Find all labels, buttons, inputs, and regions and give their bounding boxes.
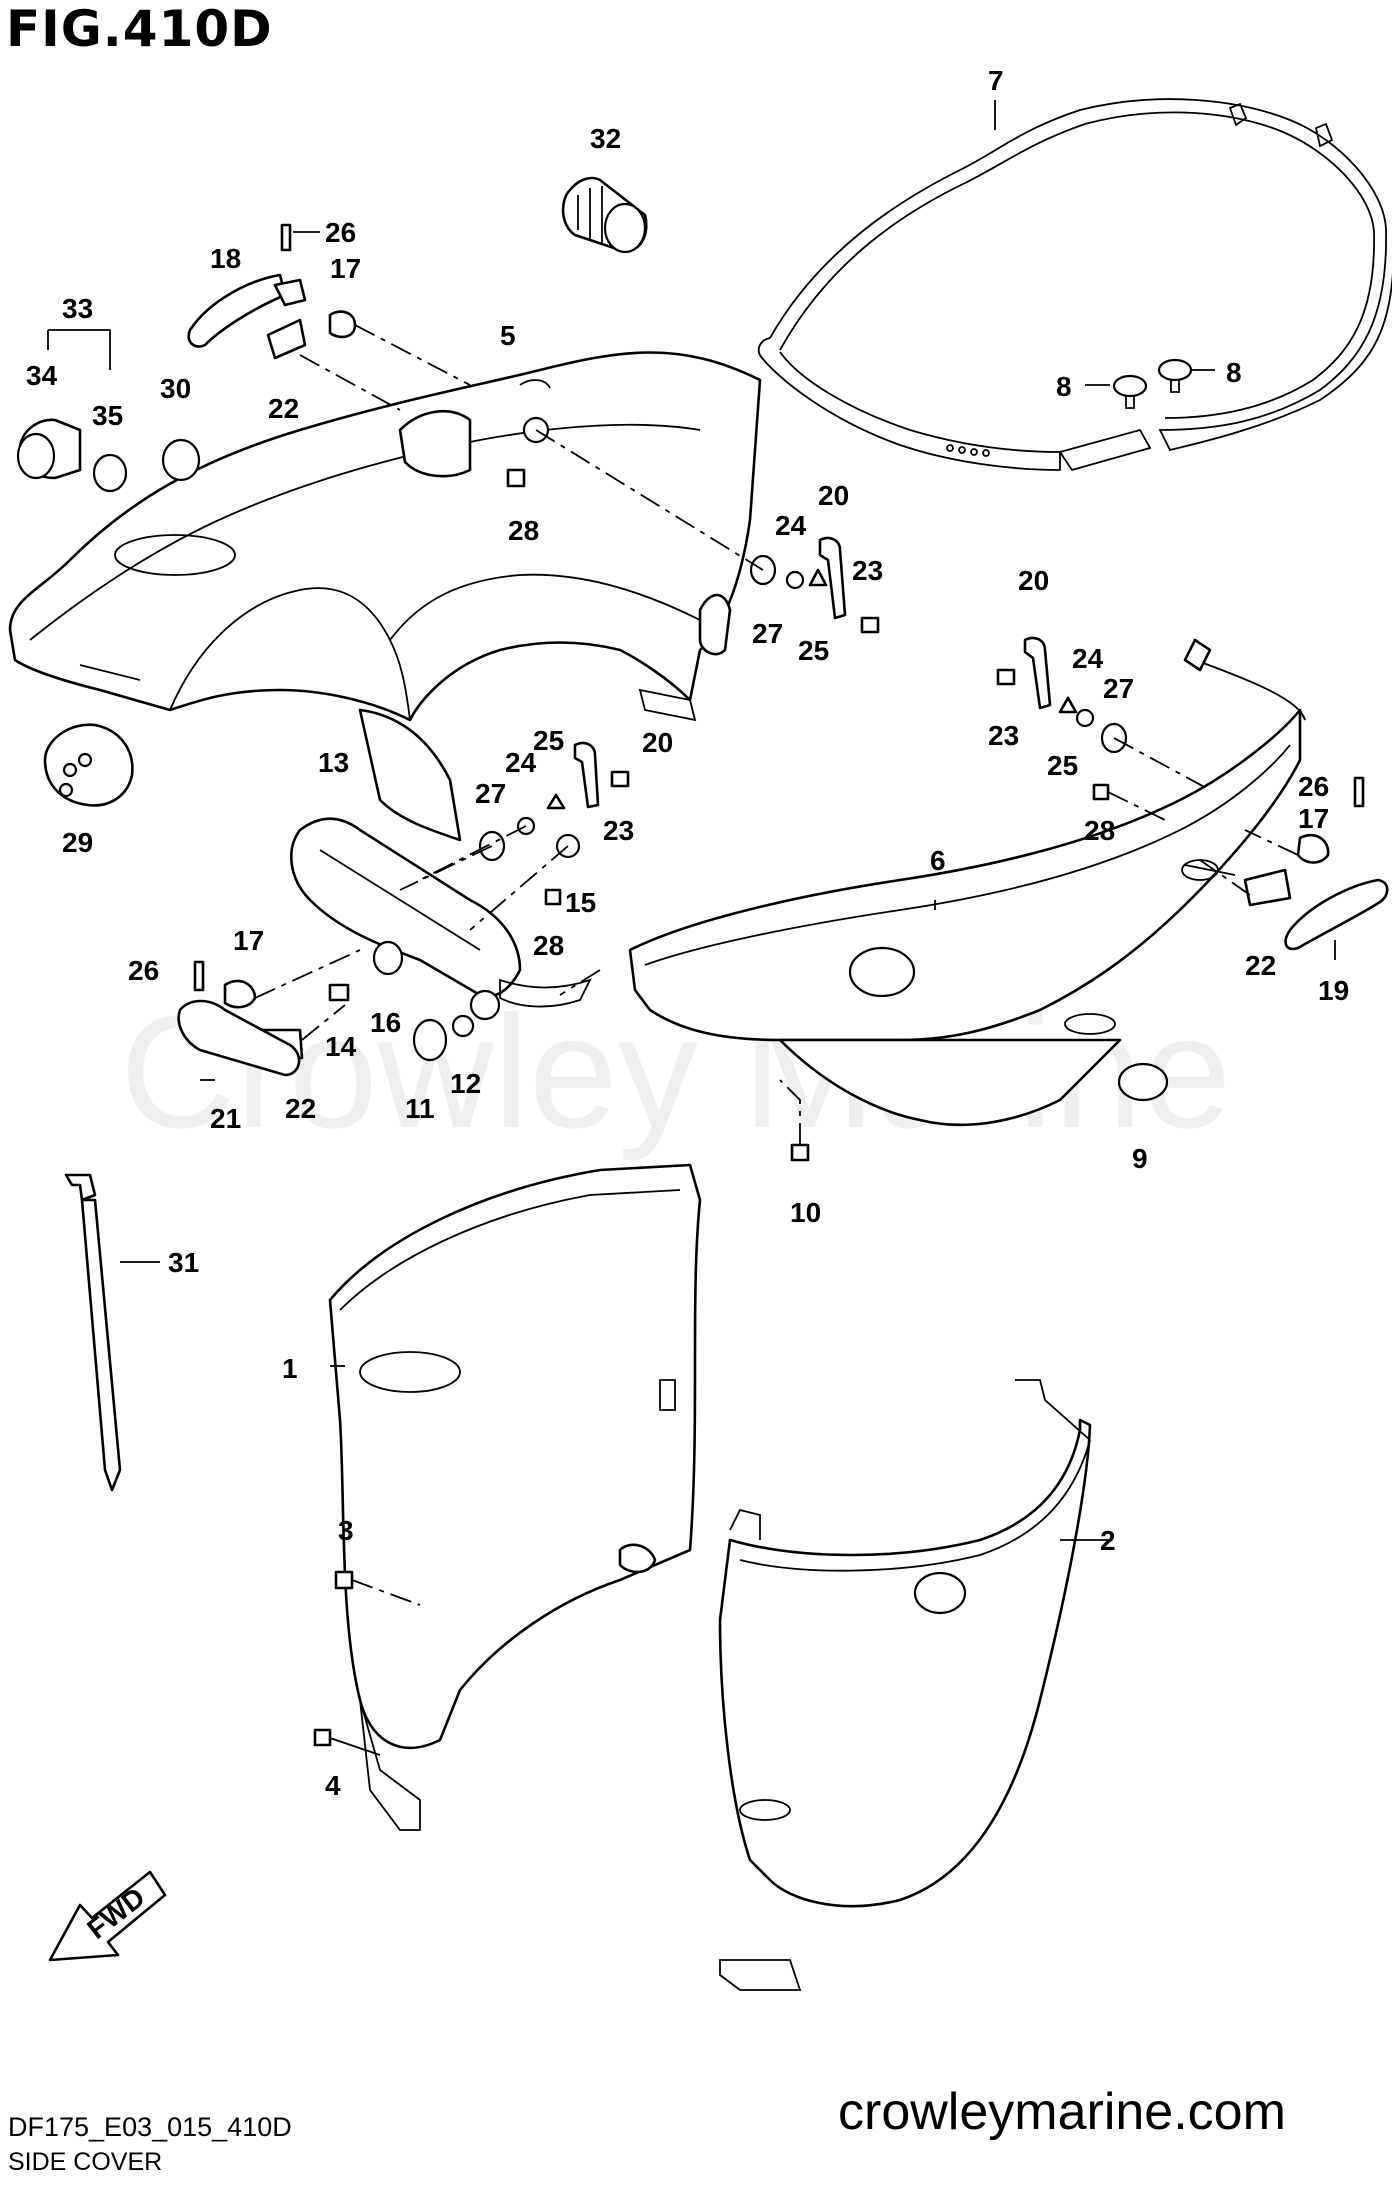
callout-26c: 26 xyxy=(1298,771,1329,802)
bracket-part-13 xyxy=(289,708,592,1021)
callout-28c: 28 xyxy=(1084,815,1115,846)
callout-26a: 26 xyxy=(325,217,356,248)
grommet-part-8 xyxy=(1112,358,1193,409)
callout-21: 21 xyxy=(210,1103,241,1134)
callout-22b: 22 xyxy=(285,1093,316,1124)
figure-code: DF175_E03_015_410D xyxy=(8,2112,292,2142)
callout-24c: 24 xyxy=(505,747,537,778)
figure-name: SIDE COVER xyxy=(8,2148,163,2176)
callout-27a: 27 xyxy=(752,618,783,649)
callout-25a: 25 xyxy=(798,635,829,666)
callout-4: 4 xyxy=(325,1770,341,1801)
callout-20c: 20 xyxy=(642,727,673,758)
callout-30: 30 xyxy=(160,373,191,404)
callout-6: 6 xyxy=(930,845,946,876)
callout-15: 15 xyxy=(565,887,596,918)
callout-11: 11 xyxy=(405,1093,435,1124)
callout-24a: 24 xyxy=(775,510,807,541)
callout-13: 13 xyxy=(318,747,349,778)
left-side-cover-part-5 xyxy=(8,351,762,722)
callout-22a: 22 xyxy=(268,393,299,424)
callout-5: 5 xyxy=(500,320,516,351)
callout-17b: 17 xyxy=(233,925,264,956)
callout-3: 3 xyxy=(338,1515,354,1546)
right-side-cover-part-6 xyxy=(628,638,1306,1127)
callout-25c: 25 xyxy=(533,725,564,756)
callout-29: 29 xyxy=(62,827,93,858)
callout-7: 7 xyxy=(988,65,1004,96)
callout-14: 14 xyxy=(325,1031,357,1062)
callout-8b: 8 xyxy=(1226,357,1242,388)
assembly-lines xyxy=(254,324,1299,1606)
callout-22c: 22 xyxy=(1245,950,1276,981)
callout-28b: 28 xyxy=(533,930,564,961)
callout-1: 1 xyxy=(282,1353,298,1384)
lower-left-cover-part-1 xyxy=(328,1163,702,1831)
callout-25b: 25 xyxy=(1047,750,1078,781)
fwd-arrow-icon: FWD xyxy=(48,1870,167,1962)
lower-right-cover-part-2 xyxy=(718,1379,1092,1991)
leader-lines xyxy=(47,100,1336,1541)
callout-10: 10 xyxy=(790,1197,821,1228)
callout-24b: 24 xyxy=(1072,643,1104,674)
callout-8a: 8 xyxy=(1056,371,1072,402)
callout-35: 35 xyxy=(92,400,123,431)
callout-31: 31 xyxy=(168,1247,199,1278)
callout-12: 12 xyxy=(450,1068,481,1099)
cable-tie-part-31 xyxy=(64,1173,122,1492)
callout-20b: 20 xyxy=(1018,565,1049,596)
callout-17c: 17 xyxy=(1298,803,1329,834)
plug-part-9 xyxy=(1117,1062,1169,1102)
callout-34: 34 xyxy=(26,360,58,391)
callout-labels: 1 2 3 4 5 6 7 8 8 9 10 11 12 13 14 15 16… xyxy=(26,65,1349,1801)
callout-23a: 23 xyxy=(852,555,883,586)
callout-27b: 27 xyxy=(1103,673,1134,704)
callout-28a: 28 xyxy=(508,515,539,546)
callout-16: 16 xyxy=(370,1007,401,1038)
callout-20a: 20 xyxy=(818,480,849,511)
callout-23c: 23 xyxy=(603,815,634,846)
figure-title: FIG.410D xyxy=(6,0,273,58)
seal-ring-part xyxy=(757,98,1392,472)
callout-17a: 17 xyxy=(330,253,361,284)
callout-19: 19 xyxy=(1318,975,1349,1006)
site-footer: crowleymarine.com xyxy=(838,2083,1286,2141)
callout-2: 2 xyxy=(1100,1525,1116,1556)
callout-27c: 27 xyxy=(475,778,506,809)
callout-26b: 26 xyxy=(128,955,159,986)
plug-part-32 xyxy=(561,176,648,254)
small-hardware-parts xyxy=(16,223,1389,1756)
callout-23b: 23 xyxy=(988,720,1019,751)
callout-32: 32 xyxy=(590,123,621,154)
callout-33: 33 xyxy=(62,293,93,324)
callout-9: 9 xyxy=(1132,1143,1148,1174)
callout-18: 18 xyxy=(210,243,241,274)
